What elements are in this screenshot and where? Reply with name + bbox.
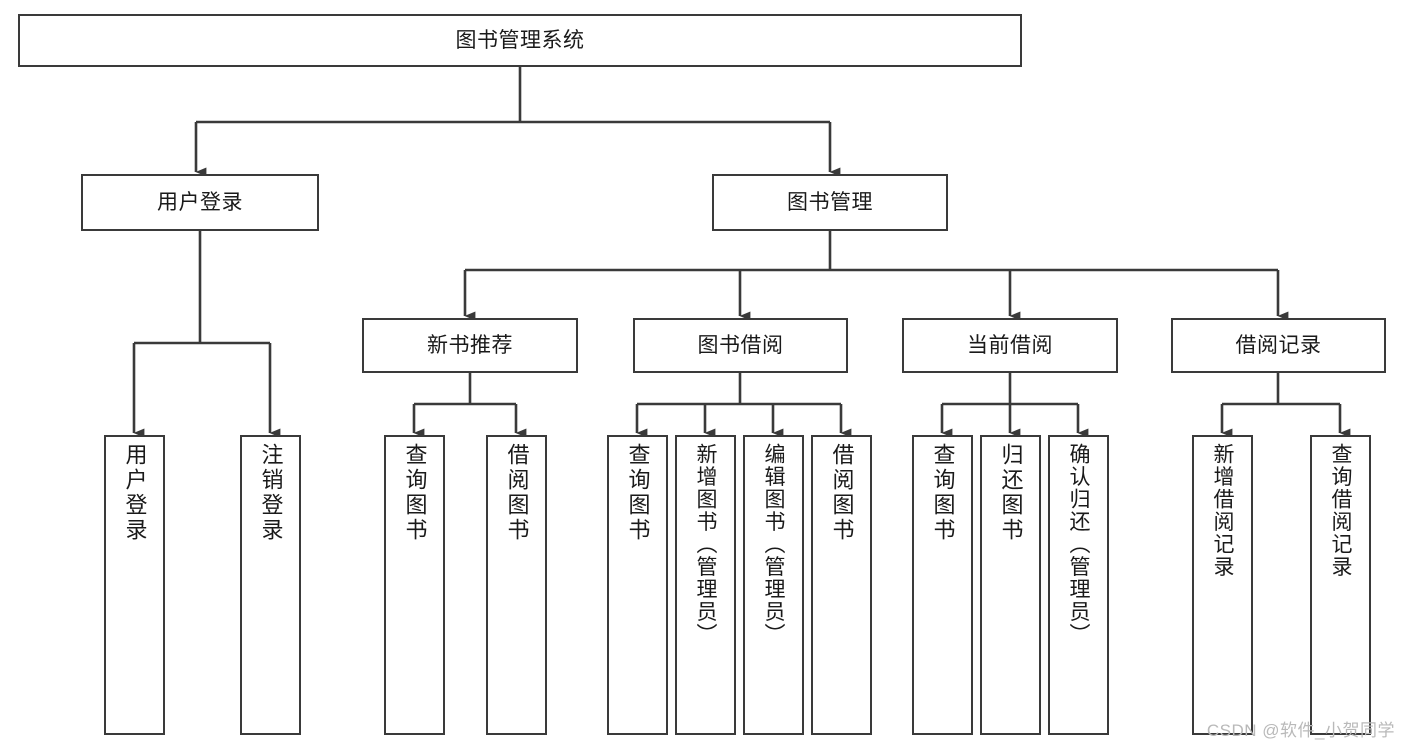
- node-label: 查询借阅记录: [1329, 443, 1352, 578]
- node-label: 归还图书: [998, 443, 1024, 543]
- node-root-book-management-system[interactable]: 图书管理系统: [18, 14, 1022, 67]
- node-label: 用户登录: [157, 190, 243, 214]
- node-label: 注销登录: [258, 443, 284, 543]
- leaf-user-login-login[interactable]: 用户登录: [104, 435, 165, 735]
- node-label: 新增借阅记录: [1211, 443, 1234, 578]
- node-book-borrow[interactable]: 图书借阅: [633, 318, 848, 373]
- leaf-borrow-record-add-record[interactable]: 新增借阅记录: [1192, 435, 1253, 735]
- leaf-book-borrow-edit-book-admin[interactable]: 编辑图书（管理员）: [743, 435, 804, 735]
- watermark-text: CSDN @软件_小贺同学: [1206, 721, 1395, 740]
- node-label: 当前借阅: [967, 333, 1053, 357]
- node-label: 查询图书: [930, 443, 956, 543]
- leaf-new-book-borrow-book[interactable]: 借阅图书: [486, 435, 547, 735]
- node-current-borrow[interactable]: 当前借阅: [902, 318, 1118, 373]
- node-label: 图书管理: [787, 190, 873, 214]
- node-label: 借阅图书: [504, 443, 530, 543]
- node-label: 图书借阅: [697, 333, 784, 357]
- leaf-new-book-query-book[interactable]: 查询图书: [384, 435, 445, 735]
- leaf-user-login-logout[interactable]: 注销登录: [240, 435, 301, 735]
- node-label: 确认归还（管理员）: [1067, 443, 1090, 646]
- node-label: 借阅记录: [1235, 333, 1322, 357]
- leaf-book-borrow-add-book-admin[interactable]: 新增图书（管理员）: [675, 435, 736, 735]
- node-label: 借阅图书: [829, 443, 855, 543]
- node-label: 查询图书: [625, 443, 651, 543]
- node-label: 用户登录: [122, 443, 148, 543]
- node-label: 图书管理系统: [455, 28, 585, 52]
- leaf-current-borrow-return-book[interactable]: 归还图书: [980, 435, 1041, 735]
- node-label: 新增图书（管理员）: [694, 443, 717, 646]
- leaf-current-borrow-confirm-return-admin[interactable]: 确认归还（管理员）: [1048, 435, 1109, 735]
- leaf-borrow-record-query-record[interactable]: 查询借阅记录: [1310, 435, 1371, 735]
- node-user-login[interactable]: 用户登录: [81, 174, 319, 231]
- leaf-book-borrow-query-book[interactable]: 查询图书: [607, 435, 668, 735]
- node-borrow-record[interactable]: 借阅记录: [1171, 318, 1386, 373]
- node-label: 编辑图书（管理员）: [762, 443, 785, 646]
- node-label: 新书推荐: [427, 333, 513, 357]
- node-new-book-recommend[interactable]: 新书推荐: [362, 318, 578, 373]
- leaf-book-borrow-borrow-book[interactable]: 借阅图书: [811, 435, 872, 735]
- leaf-current-borrow-query-book[interactable]: 查询图书: [912, 435, 973, 735]
- node-book-management[interactable]: 图书管理: [712, 174, 948, 231]
- node-label: 查询图书: [402, 443, 428, 543]
